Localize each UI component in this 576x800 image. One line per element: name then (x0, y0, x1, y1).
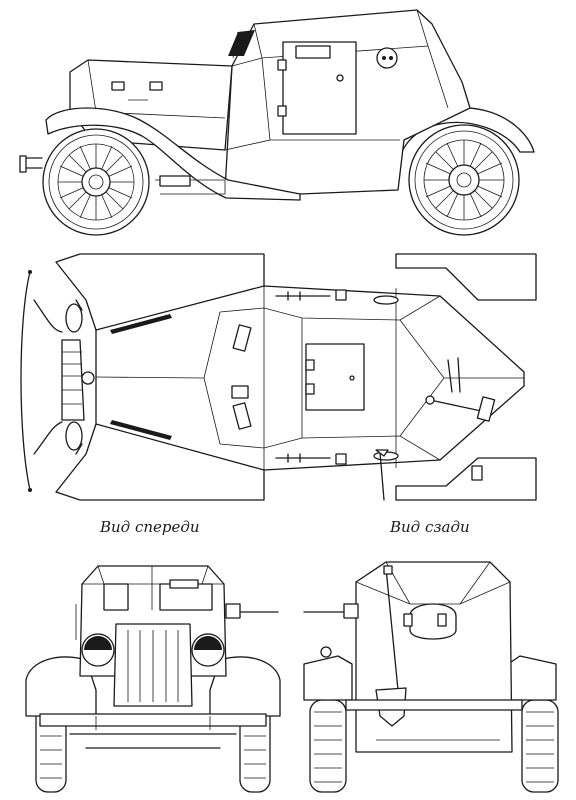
rear-view-caption: Вид сзади (390, 518, 470, 536)
rear-view (303, 561, 559, 793)
side-view (19, 9, 535, 236)
front-view-caption: Вид спереди (100, 518, 200, 536)
front-view (25, 565, 281, 793)
rear-wheel (408, 124, 520, 236)
top-view (20, 253, 537, 501)
front-wheel (42, 128, 150, 236)
